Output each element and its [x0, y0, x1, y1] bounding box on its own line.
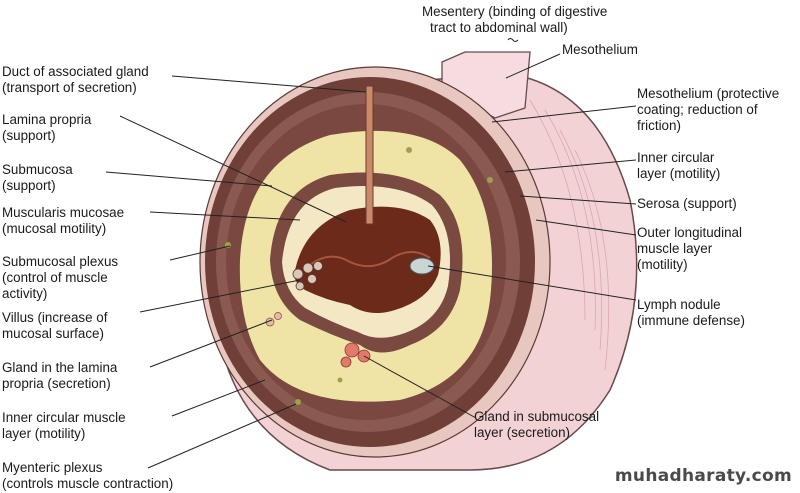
label-muscularis-mucosae: Muscularis mucosae (mucosal motility) [2, 205, 125, 236]
label-lamina-propria: Lamina propria (support) [2, 112, 92, 143]
label-submucosal-plexus: Submucosal plexus (control of muscle act… [2, 254, 119, 301]
watermark: muhadharaty.com [614, 466, 792, 486]
label-mesentery: Mesentery (binding of digestive tract to… [422, 4, 608, 35]
lumen-folds [309, 251, 431, 268]
label-mesothelium-protective: Mesothelium (protective coating; reducti… [637, 86, 780, 133]
label-inner-circular-left: Inner circular muscle layer (motility) [2, 410, 126, 441]
lymph-nodule [409, 257, 435, 275]
label-mesothelium-top: Mesothelium [562, 42, 638, 57]
label-gland-submucosal: Gland in submucosal layer (secretion) [474, 409, 600, 440]
gland-duct [365, 85, 374, 225]
submucosal-gland [340, 342, 371, 368]
label-lymph-nodule: Lymph nodule (immune defense) [637, 297, 745, 328]
label-gland-lamina: Gland in the lamina propria (secretion) [2, 360, 118, 391]
label-inner-circular-right: Inner circular layer (motility) [637, 150, 721, 181]
label-duct: Duct of associated gland (transport of s… [2, 64, 149, 95]
label-myenteric-plexus: Myenteric plexus (controls muscle contra… [2, 460, 174, 491]
label-serosa: Serosa (support) [637, 196, 737, 211]
label-submucosa: Submucosa (support) [2, 162, 73, 193]
label-villus: Villus (increase of mucosal surface) [2, 310, 108, 341]
lumen [294, 206, 441, 314]
label-outer-longitudinal: Outer longitudinal muscle layer (motilit… [637, 225, 742, 272]
leader-lines [105, 38, 637, 469]
villi [292, 261, 323, 291]
